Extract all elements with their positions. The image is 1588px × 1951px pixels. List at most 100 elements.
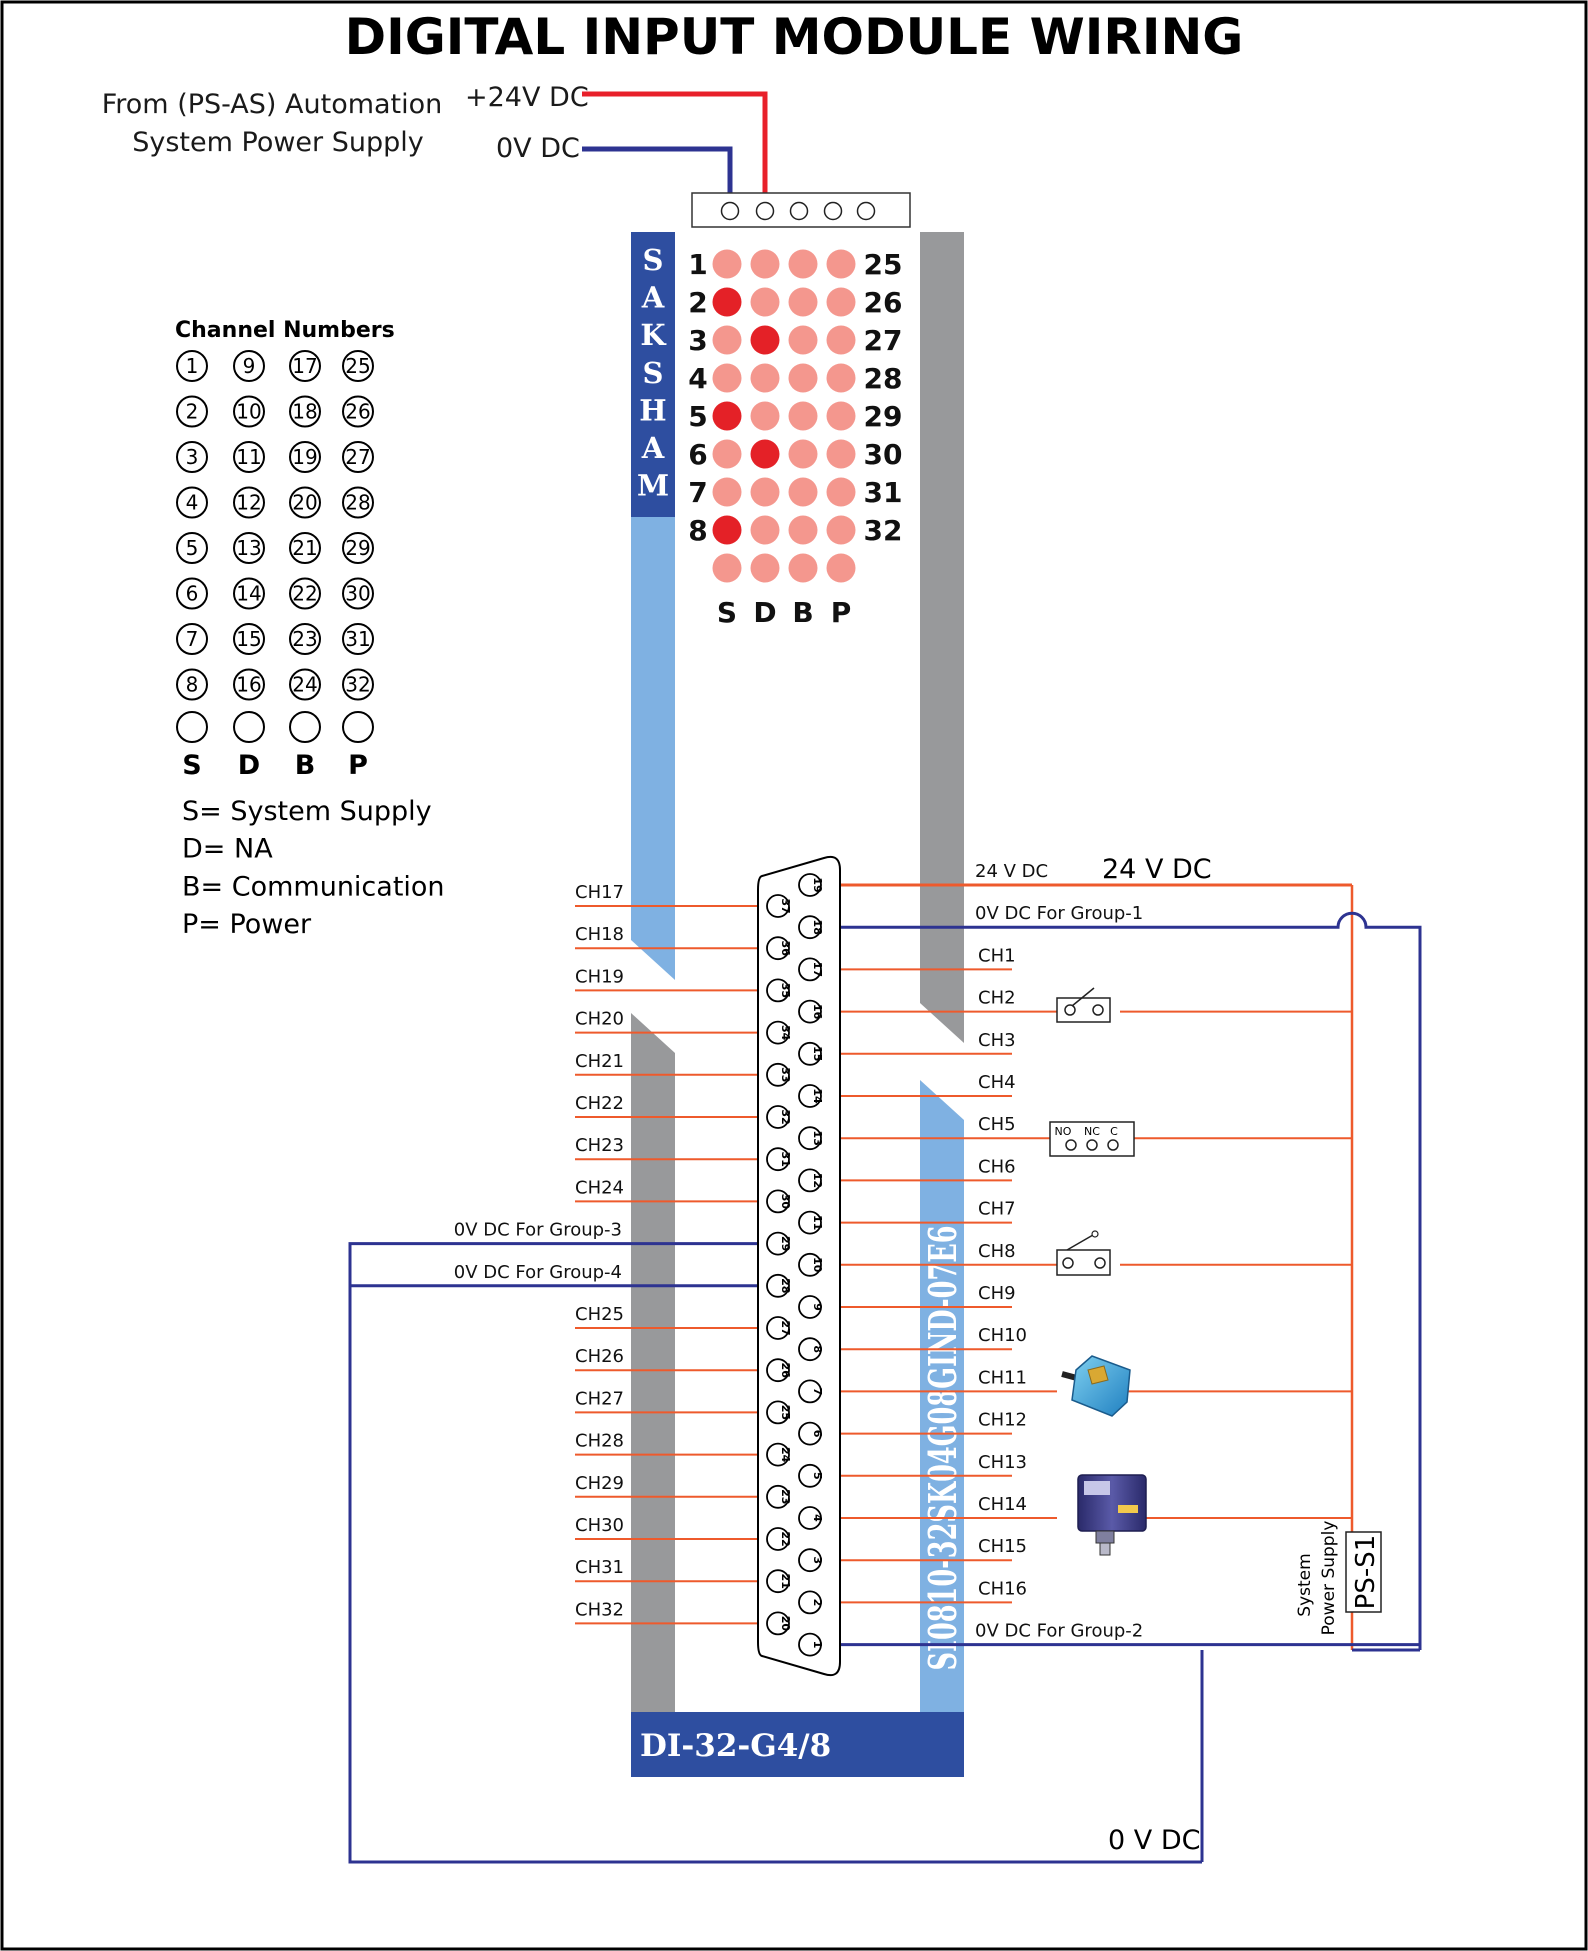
led-row-number-right: 27 <box>864 324 903 357</box>
connector-pin-number: 28 <box>779 1278 792 1293</box>
right-channel-label: CH6 <box>978 1156 1016 1177</box>
connector-pin <box>798 1506 822 1530</box>
field-devices: NO NC C <box>1049 987 1147 1556</box>
right-channel-label: CH12 <box>978 1410 1027 1431</box>
legend-channel-circle <box>289 668 321 701</box>
connector-pin <box>798 1590 822 1615</box>
led <box>712 363 742 393</box>
brand-letter: A <box>641 281 665 315</box>
connector-pin-number: 4 <box>811 1514 824 1522</box>
right-channel-label: CH15 <box>978 1536 1027 1557</box>
brand-letter: H <box>639 393 666 427</box>
connector-pin <box>798 1210 822 1235</box>
legend-channel-circle <box>233 532 265 564</box>
left-channel-label: CH19 <box>575 966 624 987</box>
power-supply-caption-1: System <box>1295 1553 1315 1616</box>
connector-pin <box>798 1252 822 1277</box>
connector-pin <box>798 1632 822 1657</box>
legend-channel-number: 17 <box>292 354 317 378</box>
legend-heading: Channel Numbers <box>175 318 395 343</box>
plus-24v-wire <box>582 91 768 207</box>
connector-pin <box>766 1231 790 1256</box>
legend-channel-circle <box>342 577 374 610</box>
legend-channel-circle <box>342 668 374 701</box>
led <box>750 553 780 583</box>
legend-channel-circle <box>342 395 374 428</box>
led-column-letter: B <box>792 596 813 629</box>
right-channel-label: 0V DC For Group-1 <box>975 903 1143 924</box>
led-column-letter: D <box>753 596 776 629</box>
legend-channel-number: 22 <box>292 582 317 606</box>
legend-channel-number: 28 <box>345 491 370 515</box>
legend-definition: D= NA <box>182 834 273 865</box>
switch-contact-c: C <box>1110 1125 1118 1138</box>
connector-pin <box>766 1273 790 1298</box>
legend-channel-number: 16 <box>236 673 261 697</box>
legend-channel-circle <box>342 350 374 382</box>
led <box>712 325 742 355</box>
legend-channel-circle <box>342 623 374 655</box>
connector-pin <box>798 999 822 1024</box>
connector-pin-number: 7 <box>811 1388 824 1396</box>
connector-pin-number: 31 <box>779 1152 792 1167</box>
legend-channel-number: 1 <box>186 354 199 378</box>
led <box>712 477 742 507</box>
switch-contact-no: NO <box>1055 1125 1072 1138</box>
brand-letter: M <box>637 469 669 503</box>
legend-channel-number: 2 <box>186 400 199 424</box>
connector-pin-number: 25 <box>779 1405 792 1420</box>
legend-channel-circle <box>342 486 374 519</box>
led <box>826 325 856 355</box>
legend-channel-circle <box>289 441 321 473</box>
terminal-hole <box>720 201 740 221</box>
connector-pin-number: 8 <box>811 1345 824 1353</box>
connector-pin <box>766 1400 790 1425</box>
legend-definition: P= Power <box>182 909 312 940</box>
led <box>750 477 780 507</box>
connector-pin-number: 22 <box>779 1531 792 1546</box>
connector-pin <box>798 1084 822 1108</box>
left-channel-label: CH20 <box>575 1009 624 1030</box>
terminal-hole <box>755 201 775 221</box>
terminal-hole <box>856 201 876 221</box>
legend-channel-number: 3 <box>186 445 199 469</box>
connector-pin <box>766 1147 790 1172</box>
connector-pin <box>766 1189 790 1214</box>
push-switch-icon <box>1056 987 1111 1023</box>
led-row-number-right: 30 <box>864 438 903 471</box>
legend-channel-number: 11 <box>236 445 261 469</box>
legend-channel-number: 26 <box>345 400 370 424</box>
legend-channel-circle <box>176 668 208 701</box>
right-channel-label: 24 V DC <box>975 861 1048 882</box>
legend-channel-number: 20 <box>292 491 317 515</box>
legend-channel-circle <box>233 577 265 610</box>
left-channel-label: CH21 <box>575 1051 624 1072</box>
bus-0v-label: 0 V DC <box>1108 1825 1200 1856</box>
brand-letter: S <box>643 356 664 390</box>
legend-definition: S= System Supply <box>182 796 432 827</box>
connector-pin <box>766 1358 790 1383</box>
right-channel-label: CH7 <box>978 1199 1016 1220</box>
connector-pin <box>798 915 822 940</box>
connector-pin-number: 34 <box>779 1025 792 1041</box>
led-row-number-right: 32 <box>864 514 903 547</box>
legend-channel-circle <box>176 577 208 610</box>
connector-pin <box>766 894 790 918</box>
led <box>788 249 818 279</box>
connector-pin-number: 11 <box>811 1215 824 1230</box>
legend-channel-number: 32 <box>345 673 370 697</box>
right-channel-label: CH8 <box>978 1241 1016 1262</box>
legend-channel-circle <box>176 441 208 473</box>
led <box>788 401 818 431</box>
connector-pin <box>798 1041 822 1066</box>
led <box>788 287 818 317</box>
module-model-number: SI0810-32SK04G08GIND-07E6 <box>920 1226 965 1671</box>
proximity-sensor-icon <box>1061 1355 1131 1417</box>
connector-pin <box>798 1421 822 1446</box>
legend-channel-circle <box>176 623 208 655</box>
connector-pin-number: 15 <box>811 1046 824 1061</box>
part-number-box <box>631 1712 964 1777</box>
legend-channel-number: 27 <box>345 445 370 469</box>
bus-24v-label: 24 V DC <box>1102 854 1212 885</box>
